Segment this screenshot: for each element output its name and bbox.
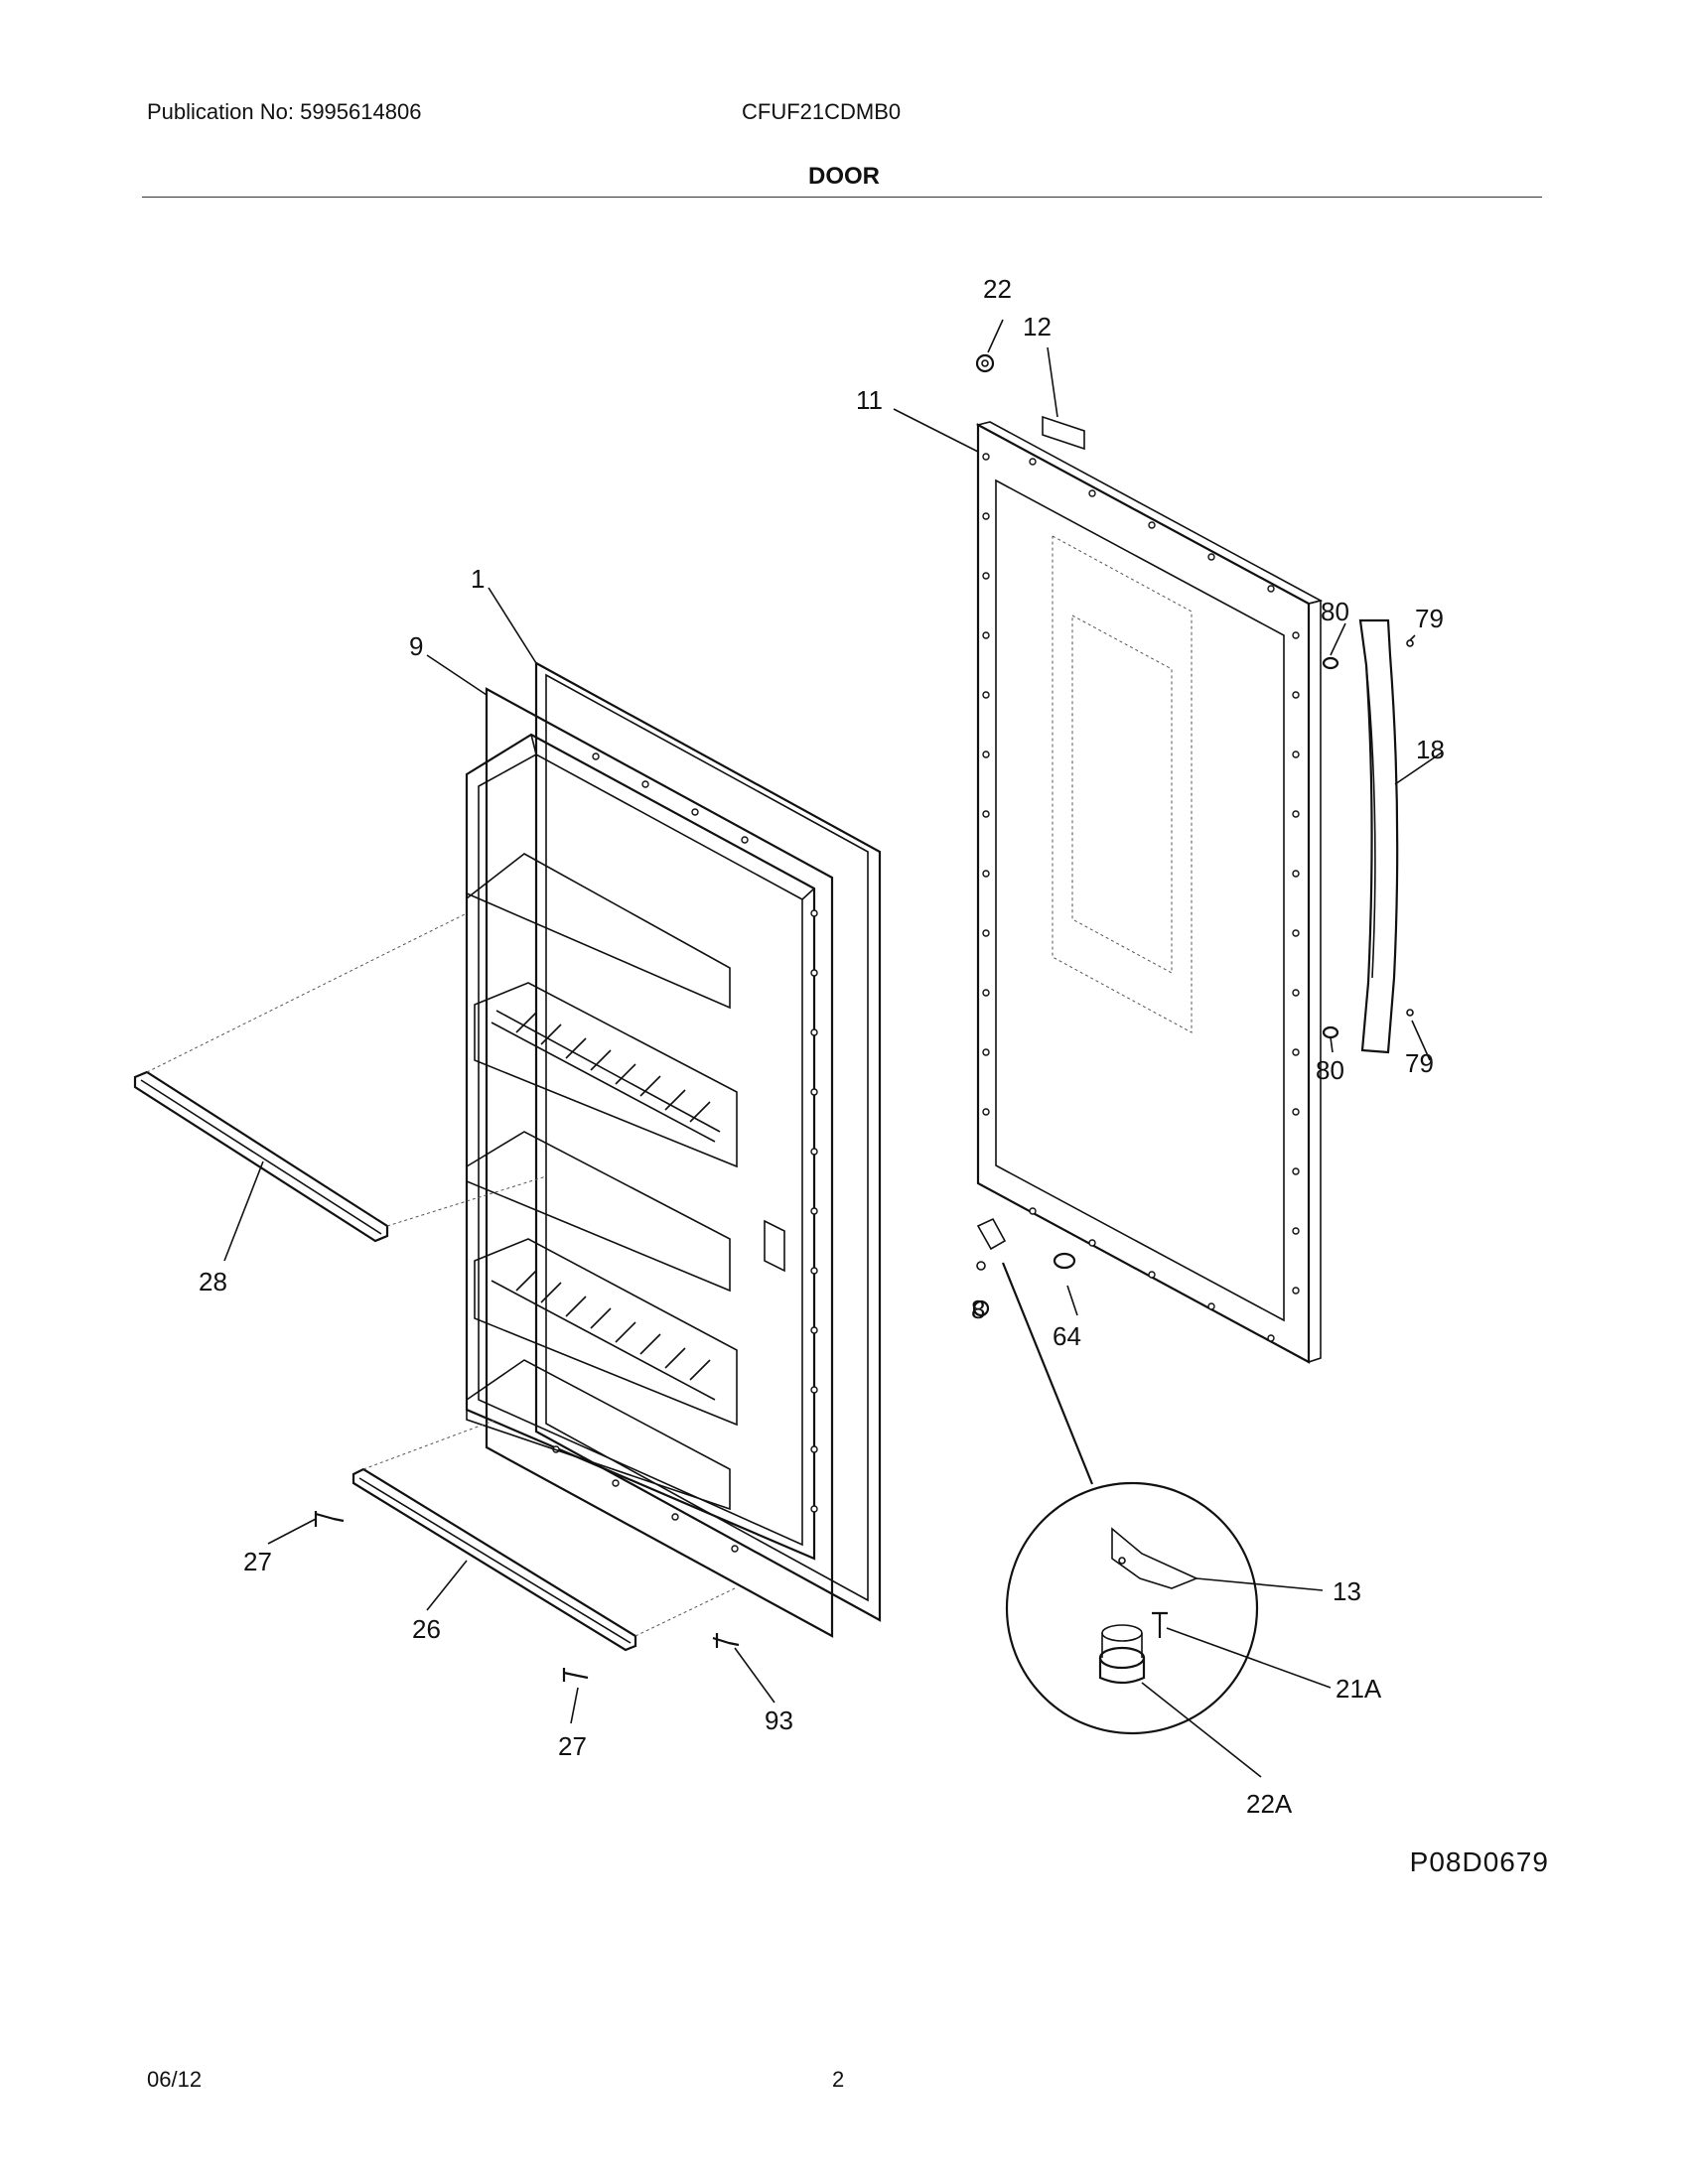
retainer-bar-lower	[352, 1467, 637, 1652]
page-number: 2	[832, 2067, 845, 2092]
callout-9: 9	[409, 631, 423, 661]
callout-22A: 22A	[1246, 1789, 1293, 1819]
door-gasket	[485, 661, 882, 1638]
outer-panel-holes	[982, 453, 1300, 1342]
hinge-assembly	[972, 1217, 1094, 1485]
page-title: DOOR	[808, 163, 880, 190]
assembly-guide-lines	[146, 912, 736, 1637]
retainer-bar-upper	[133, 1070, 389, 1243]
publication-number: Publication No: 5995614806	[147, 99, 422, 124]
callout-18: 18	[1416, 735, 1445, 764]
callout-27-bottom: 27	[558, 1731, 587, 1761]
figure-code: P08D0679	[1409, 1846, 1549, 1877]
callout-13: 13	[1333, 1576, 1361, 1606]
liner-holes	[552, 752, 818, 1553]
callout-1: 1	[471, 564, 485, 594]
callout-27-left: 27	[243, 1547, 272, 1576]
inner-liner	[465, 733, 816, 1561]
callout-28: 28	[199, 1267, 227, 1297]
nut-part	[975, 353, 995, 373]
callout-64: 64	[1053, 1321, 1081, 1351]
callout-11: 11	[856, 385, 883, 415]
callout-79-upper: 79	[1415, 604, 1444, 633]
callout-93: 93	[765, 1706, 793, 1735]
outer-door-panel	[975, 421, 1324, 1364]
callout-79-lower: 79	[1405, 1048, 1434, 1078]
door-shelves	[466, 853, 738, 1511]
header-rule	[142, 197, 1542, 198]
callout-80-lower: 80	[1316, 1055, 1344, 1085]
door-handle	[1358, 618, 1399, 1054]
outer-panel-liner-detail	[1052, 535, 1193, 1033]
shelf-ribs	[515, 1012, 711, 1381]
callout-21A: 21A	[1336, 1674, 1382, 1704]
model-number: CFUF21CDMB0	[742, 99, 902, 124]
callout-26: 26	[412, 1614, 441, 1644]
callout-8: 8	[971, 1295, 985, 1324]
hinge-detail-circle	[1005, 1481, 1259, 1735]
tape-part	[1042, 415, 1085, 451]
callout-12: 12	[1023, 312, 1052, 341]
leader-lines	[223, 319, 1443, 1778]
footer-date: 06/12	[147, 2067, 203, 2092]
callout-80-upper: 80	[1321, 597, 1349, 626]
callout-22: 22	[983, 274, 1012, 304]
shelf-fasteners	[314, 1511, 740, 1682]
